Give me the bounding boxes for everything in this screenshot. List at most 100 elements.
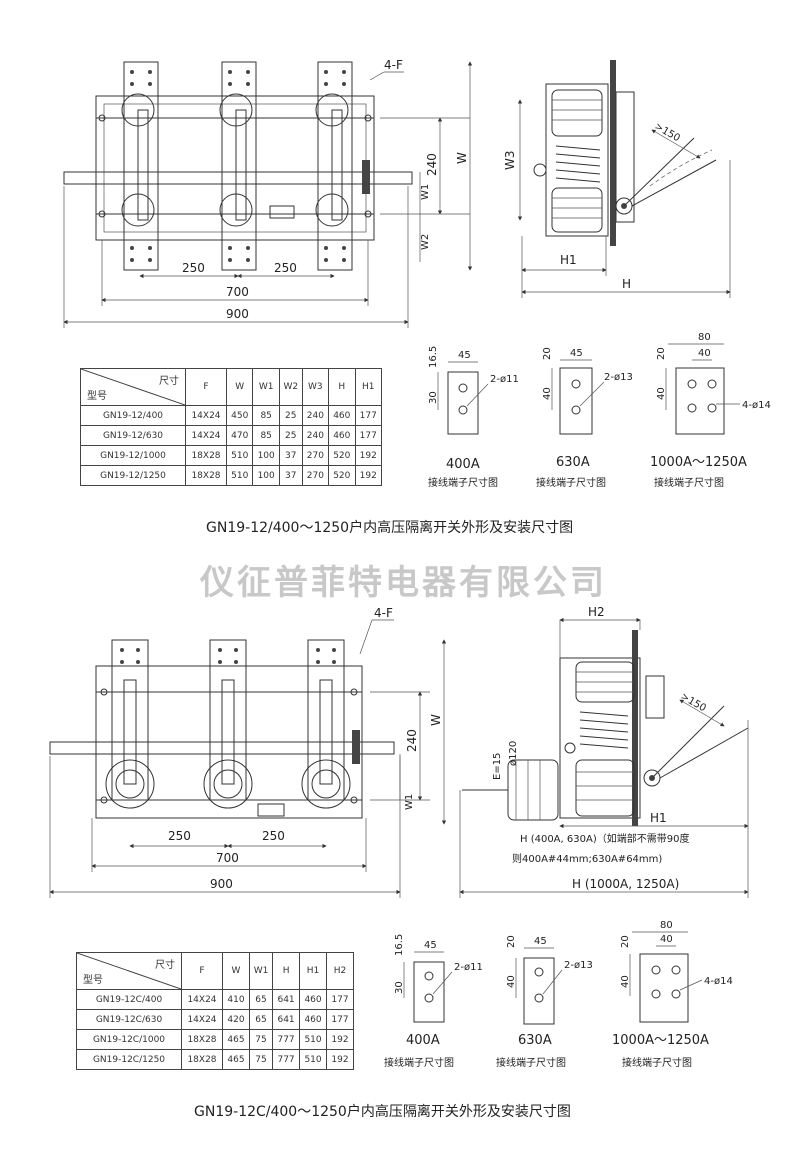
dim-150: >150 bbox=[653, 121, 682, 144]
col-header: H1 bbox=[299, 952, 328, 990]
t630-d2: 45 bbox=[570, 348, 583, 359]
dim-w: W bbox=[455, 152, 469, 164]
t1000-rating: 1000A～1250A bbox=[650, 455, 747, 470]
cell: 100 bbox=[252, 445, 280, 466]
insulator-top-1 bbox=[551, 89, 603, 137]
dim-w1-2: W1 bbox=[404, 794, 415, 810]
cell: 240 bbox=[301, 425, 330, 446]
cell: GN19-12C/1250 bbox=[76, 1049, 182, 1070]
table-row: GN19-12C/630 14X24 420 65 641 460 177 bbox=[76, 1009, 354, 1030]
cell: 65 bbox=[248, 989, 274, 1010]
col-header: W1 bbox=[252, 368, 280, 406]
terminal-1000a-1 bbox=[665, 343, 740, 435]
cell: 460 bbox=[299, 989, 328, 1010]
cell: 465 bbox=[222, 1049, 250, 1070]
cell: GN19-12/1250 bbox=[80, 465, 186, 486]
spring-1 bbox=[555, 145, 601, 183]
table-row: GN19-12C/1000 18X28 465 75 777 510 192 bbox=[76, 1029, 354, 1050]
col-header: W bbox=[225, 368, 254, 406]
t400-d3: 30 bbox=[428, 391, 439, 404]
cell: 410 bbox=[222, 989, 250, 1010]
t630-label: 接线端子尺寸图 bbox=[536, 476, 606, 489]
terminal-630a-2 bbox=[515, 947, 563, 1025]
cell: 520 bbox=[328, 465, 356, 486]
t400-label: 接线端子尺寸图 bbox=[428, 476, 498, 489]
terminal-400a-2 bbox=[403, 951, 453, 1023]
cell: 270 bbox=[301, 445, 330, 466]
t400-2-rating: 400A bbox=[406, 1033, 440, 1048]
t1000-2-d3: 40 bbox=[620, 975, 631, 988]
dim-w3: W3 bbox=[503, 151, 517, 171]
cell: 14X24 bbox=[185, 405, 227, 426]
cell: 85 bbox=[252, 405, 280, 426]
side-view-1 bbox=[517, 60, 731, 298]
pole-1a bbox=[121, 61, 159, 271]
insulator-top-2 bbox=[575, 661, 635, 703]
t630-2-d1: 20 bbox=[506, 935, 517, 948]
col-header: H1 bbox=[354, 368, 383, 406]
spec-table-2: 尺寸 型号 F W W1 H H1 H2 GN19-12C/400 14X24 … bbox=[76, 952, 354, 1070]
cell: 777 bbox=[272, 1029, 301, 1050]
cell: 65 bbox=[248, 1009, 274, 1030]
pole-2b bbox=[203, 639, 253, 809]
dim-240-2: 240 bbox=[405, 729, 419, 752]
header-model: 型号 bbox=[83, 975, 103, 986]
cell: 14X24 bbox=[181, 1009, 223, 1030]
dim-700-2: 700 bbox=[216, 851, 239, 865]
cell: GN19-12C/630 bbox=[76, 1009, 182, 1030]
header-model: 型号 bbox=[87, 391, 107, 402]
dim-h1: H1 bbox=[560, 253, 577, 267]
cell: 177 bbox=[326, 989, 354, 1010]
pole-1c bbox=[315, 61, 353, 271]
table-row: GN19-12/1000 18X28 510 100 37 270 520 19… bbox=[80, 445, 383, 466]
col-header: W bbox=[222, 952, 250, 990]
cell: 192 bbox=[354, 445, 383, 466]
t1000-2-d1: 20 bbox=[620, 935, 631, 948]
pole-2c bbox=[301, 639, 351, 809]
col-header: W2 bbox=[278, 368, 303, 406]
t1000-2-rating: 1000A～1250A bbox=[612, 1033, 709, 1048]
dim-900: 900 bbox=[226, 307, 249, 321]
dim-250-a: 250 bbox=[182, 261, 205, 275]
t1000-d2: 40 bbox=[698, 348, 711, 359]
cell: 641 bbox=[272, 1009, 301, 1030]
table-row: GN19-12C/400 14X24 410 65 641 460 177 bbox=[76, 989, 354, 1010]
dim-120: ø120 bbox=[508, 741, 519, 766]
cell: 240 bbox=[301, 405, 330, 426]
t1000-2-d2: 40 bbox=[660, 934, 673, 945]
t1000-d1: 20 bbox=[656, 347, 667, 360]
cell: 14X24 bbox=[181, 989, 223, 1010]
terminal-630a-1 bbox=[551, 359, 605, 435]
dim-h: H bbox=[622, 277, 631, 291]
cell: 510 bbox=[299, 1049, 328, 1070]
dim-900-2: 900 bbox=[210, 877, 233, 891]
cell: 450 bbox=[225, 405, 254, 426]
t630-2-d3: 40 bbox=[506, 975, 517, 988]
label-4f: 4-F bbox=[384, 58, 403, 72]
label-4f-2: 4-F bbox=[374, 606, 393, 620]
t400-2-label: 接线端子尺寸图 bbox=[384, 1056, 454, 1069]
cell: 420 bbox=[222, 1009, 250, 1030]
table-row: GN19-12/630 14X24 470 85 25 240 460 177 bbox=[80, 425, 383, 446]
t1000-2-hole: 4-ø14 bbox=[704, 976, 733, 987]
cell: GN19-12C/1000 bbox=[76, 1029, 182, 1050]
col-header: H bbox=[272, 952, 301, 990]
t400-rating: 400A bbox=[446, 457, 480, 472]
cell: 460 bbox=[328, 425, 356, 446]
cell: 18X28 bbox=[185, 445, 227, 466]
side-view-2 bbox=[459, 617, 749, 898]
t400-2-hole: 2-ø11 bbox=[454, 962, 483, 973]
pole-2a bbox=[105, 639, 155, 809]
table-row: GN19-12/1250 18X28 510 100 37 270 520 19… bbox=[80, 465, 383, 486]
cell: GN19-12/1000 bbox=[80, 445, 186, 466]
cell: 37 bbox=[278, 445, 303, 466]
pole-1b bbox=[219, 61, 257, 271]
dim-150-2: >150 bbox=[679, 691, 708, 714]
t400-2-d1: 16.5 bbox=[394, 934, 405, 956]
dim-250-c: 250 bbox=[168, 829, 191, 843]
cell: 18X28 bbox=[181, 1049, 223, 1070]
caption-1: GN19-12/400～1250户内高压隔离开关外形及安装尺寸图 bbox=[206, 519, 573, 536]
cell: GN19-12/400 bbox=[80, 405, 186, 426]
t630-d3: 40 bbox=[542, 387, 553, 400]
front-view-1 bbox=[63, 61, 473, 328]
